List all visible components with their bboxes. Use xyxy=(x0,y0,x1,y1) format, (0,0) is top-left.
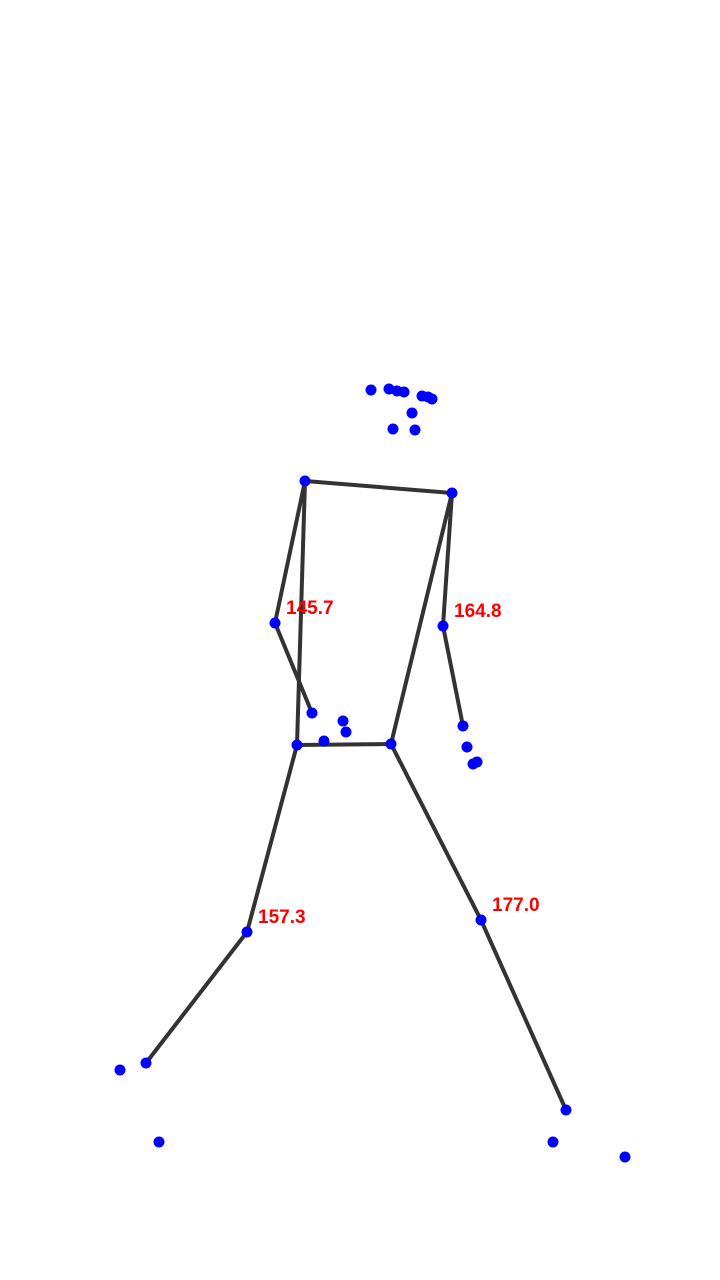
left-wrist-joint xyxy=(306,707,318,719)
right-torso-bone xyxy=(389,491,454,746)
right-upper-arm-bone xyxy=(441,491,454,628)
left-torso-bone xyxy=(295,479,307,747)
left-foot-landmark xyxy=(114,1064,126,1076)
left-knee-joint xyxy=(241,926,253,938)
hip-bone xyxy=(295,742,393,747)
left-hip-joint xyxy=(291,739,303,751)
right-foot-landmark xyxy=(619,1151,631,1163)
left-hand-landmark xyxy=(340,726,352,738)
right-hip-joint xyxy=(385,738,397,750)
right-ankle-joint xyxy=(560,1104,572,1116)
left-shin-bone xyxy=(144,930,249,1065)
mouth-landmark xyxy=(387,423,399,435)
right-knee-joint xyxy=(475,914,487,926)
right-hand-landmark xyxy=(471,756,483,768)
nose-landmark xyxy=(406,407,418,419)
face-landmark xyxy=(398,386,410,398)
shoulder-bone xyxy=(303,479,454,495)
face-landmark xyxy=(365,384,377,396)
left-hand-landmark xyxy=(337,715,349,727)
right-forearm-bone xyxy=(441,624,465,728)
right-knee-angle-label: 177.0 xyxy=(492,895,540,916)
mouth-landmark xyxy=(409,424,421,436)
left-hand-landmark xyxy=(318,735,330,747)
right-hand-landmark xyxy=(461,741,473,753)
right-foot-landmark xyxy=(547,1136,559,1148)
left-elbow-joint xyxy=(269,617,281,629)
left-upper-arm-bone xyxy=(273,479,307,625)
left-thigh-bone xyxy=(245,743,299,934)
left-forearm-bone xyxy=(273,621,314,715)
right-thigh-bone xyxy=(389,742,483,922)
left-knee-angle-label: 157.3 xyxy=(258,907,306,928)
left-elbow-angle-label: 145.7 xyxy=(286,598,334,619)
right-shoulder-joint xyxy=(446,487,458,499)
left-foot-landmark xyxy=(153,1136,165,1148)
angle-labels: 145.7 164.8 157.3 177.0 xyxy=(258,598,540,928)
face-landmark xyxy=(426,393,438,405)
right-elbow-joint xyxy=(437,620,449,632)
right-wrist-joint xyxy=(457,720,469,732)
left-shoulder-joint xyxy=(299,475,311,487)
skeleton-bones xyxy=(144,479,568,1112)
left-ankle-joint xyxy=(140,1057,152,1069)
right-elbow-angle-label: 164.8 xyxy=(454,601,502,622)
skeleton-joints xyxy=(114,383,631,1163)
right-shin-bone xyxy=(479,918,568,1112)
